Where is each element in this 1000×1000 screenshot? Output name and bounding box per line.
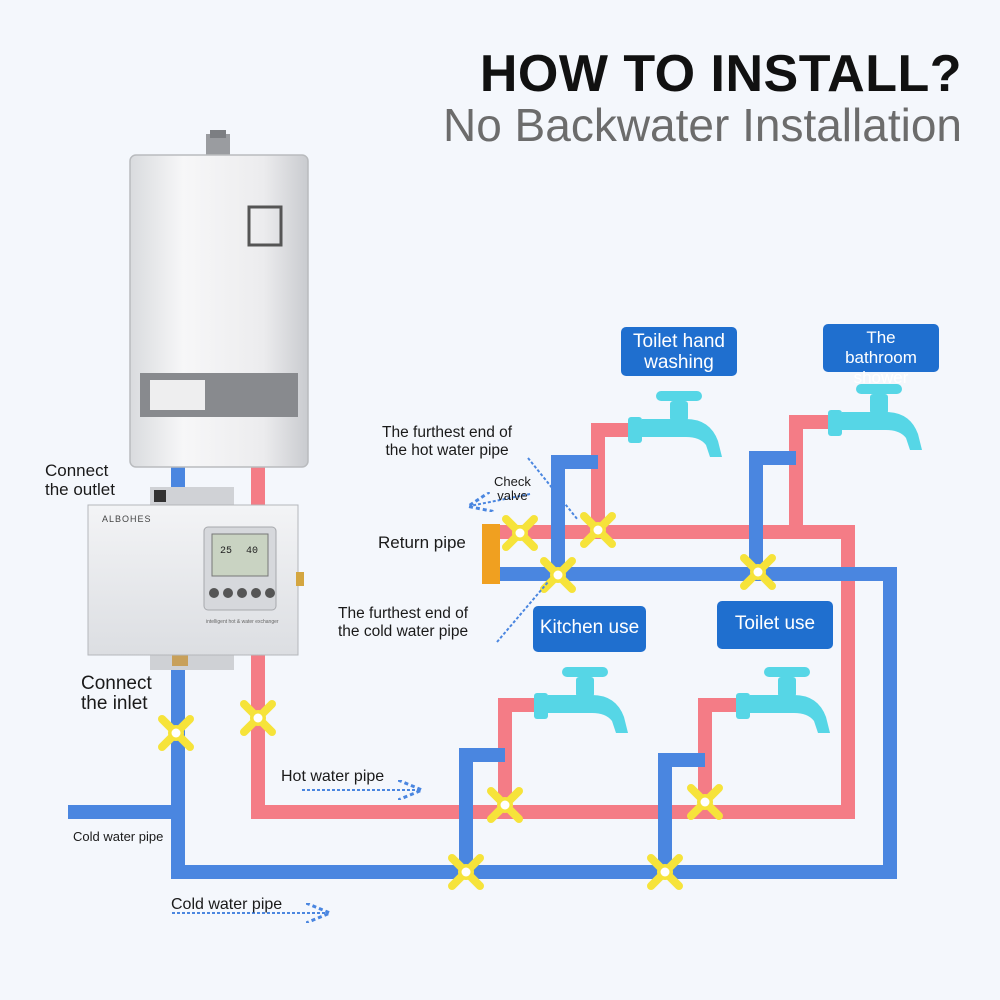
hot-riser-toilet-hand [591, 423, 640, 532]
display-temp-right: 40 [246, 546, 258, 557]
cold-water-pipe-bottom-label: Cold water pipe [171, 896, 283, 913]
display-temp-left: 25 [220, 546, 232, 557]
check-valve-arrow [470, 494, 531, 506]
kitchen-use-badge: Kitchen use [533, 606, 646, 652]
page-subtitle: No Backwater Installation [442, 99, 962, 151]
cold-riser-toilet-hand [551, 455, 598, 574]
cold-end-leader [496, 581, 549, 643]
cold-water-pipe-left-label: Cold water pipe [73, 829, 164, 844]
hot-end-leader [527, 457, 579, 521]
hot-water-exchanger [87, 487, 304, 670]
toilet-use-badge: Toilet use [717, 601, 833, 649]
cold-riser-toilet [658, 753, 705, 872]
water-heater [129, 130, 309, 468]
page-title: HOW TO INSTALL? [479, 45, 962, 103]
faucet-icon-toilet [736, 667, 830, 733]
hot-riser-kitchen [498, 698, 545, 812]
return-pipe-cap [482, 524, 500, 584]
hot-riser-shower [789, 415, 838, 532]
device-model-text: intelligent hot & water exchanger [206, 619, 279, 625]
device-brand: ALBOHES [102, 514, 152, 524]
cold-riser-shower [749, 451, 796, 574]
return-pipe-label: Return pipe [378, 533, 466, 552]
cold-riser-kitchen [459, 748, 505, 872]
faucet-icon-toilet-hand [628, 391, 722, 457]
hot-water-pipe [251, 462, 855, 819]
hot-water-pipe-label: Hot water pipe [281, 768, 385, 785]
faucet-icon-kitchen [534, 667, 628, 733]
faucet-icon-shower [828, 384, 922, 450]
hot-riser-toilet [698, 698, 748, 812]
